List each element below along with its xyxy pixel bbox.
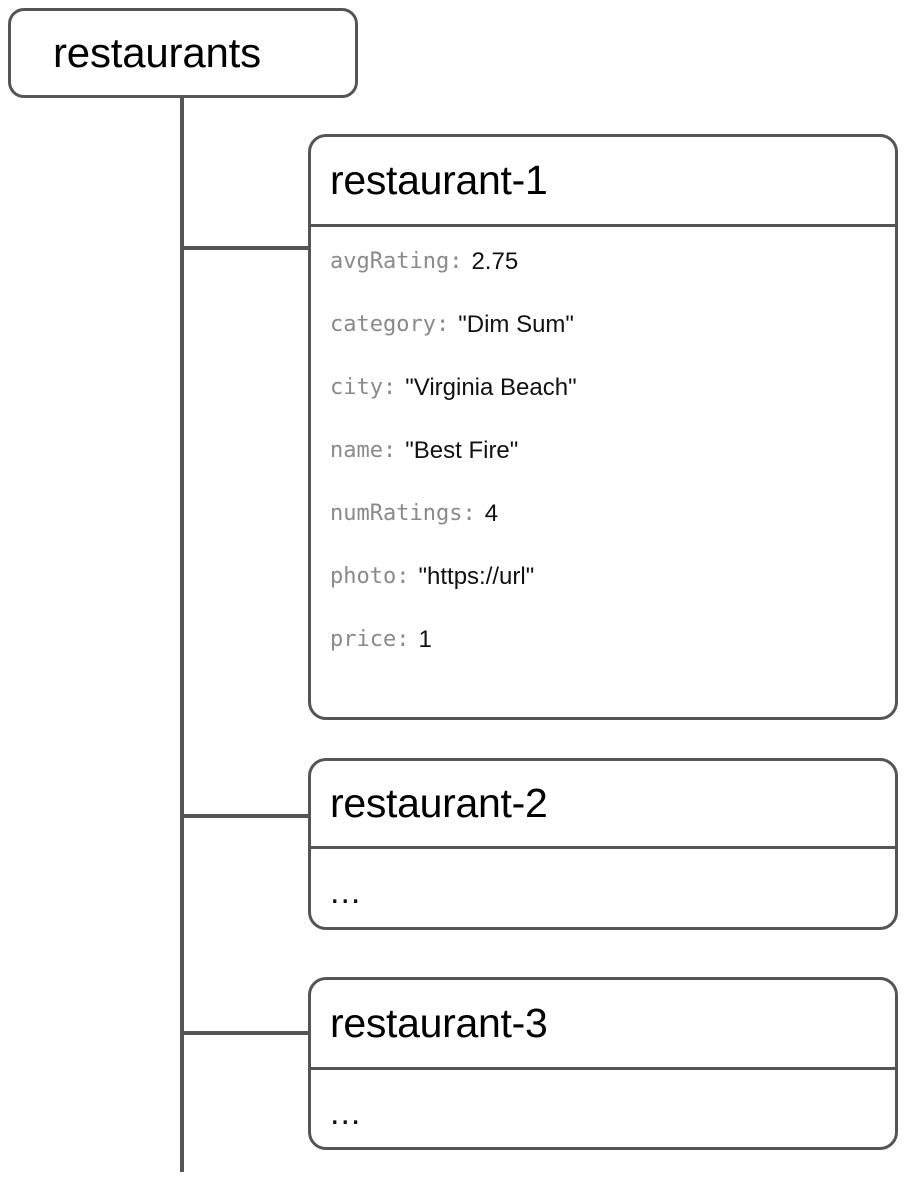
field-value: 1 bbox=[418, 626, 432, 653]
field-key: photo: bbox=[330, 564, 410, 589]
field-row: city: "Virginia Beach" bbox=[330, 375, 895, 438]
field-value: 2.75 bbox=[471, 248, 519, 275]
field-key: city: bbox=[330, 375, 397, 400]
document-node-restaurant-1[interactable]: restaurant-1 avgRating: 2.75 category: "… bbox=[308, 134, 898, 720]
field-row: name: "Best Fire" bbox=[330, 438, 895, 501]
document-node-restaurant-2[interactable]: restaurant-2 ... bbox=[308, 758, 898, 930]
document-collapsed-placeholder: ... bbox=[330, 873, 362, 911]
field-value: 4 bbox=[484, 500, 499, 527]
field-row: avgRating: 2.75 bbox=[330, 249, 895, 312]
document-id-label: restaurant-3 bbox=[330, 1000, 548, 1046]
document-header: restaurant-3 bbox=[311, 980, 895, 1070]
field-row: price: 1 bbox=[330, 627, 895, 690]
field-row: photo: "https://url" bbox=[330, 564, 895, 627]
collection-name-label: restaurants bbox=[53, 29, 261, 76]
field-row: category: "Dim Sum" bbox=[330, 312, 895, 375]
field-value: "Dim Sum" bbox=[458, 311, 574, 338]
field-row: numRatings: 4 bbox=[330, 501, 895, 564]
field-key: category: bbox=[330, 312, 450, 337]
field-value: "Virginia Beach" bbox=[405, 374, 577, 401]
document-fields-list: avgRating: 2.75 category: "Dim Sum" city… bbox=[311, 227, 895, 690]
document-node-restaurant-3[interactable]: restaurant-3 ... bbox=[308, 977, 898, 1150]
document-header: restaurant-2 bbox=[311, 761, 895, 849]
field-key: numRatings: bbox=[330, 501, 476, 526]
collection-node-restaurants[interactable]: restaurants bbox=[8, 8, 358, 98]
field-key: avgRating: bbox=[330, 249, 463, 274]
field-value: "https://url" bbox=[418, 563, 535, 590]
document-id-label: restaurant-1 bbox=[330, 157, 548, 203]
field-value: "Best Fire" bbox=[405, 437, 519, 464]
document-header: restaurant-1 bbox=[311, 137, 895, 227]
field-key: name: bbox=[330, 438, 397, 463]
field-key: price: bbox=[330, 627, 410, 652]
document-collapsed-placeholder: ... bbox=[330, 1094, 362, 1132]
document-id-label: restaurant-2 bbox=[330, 780, 548, 826]
